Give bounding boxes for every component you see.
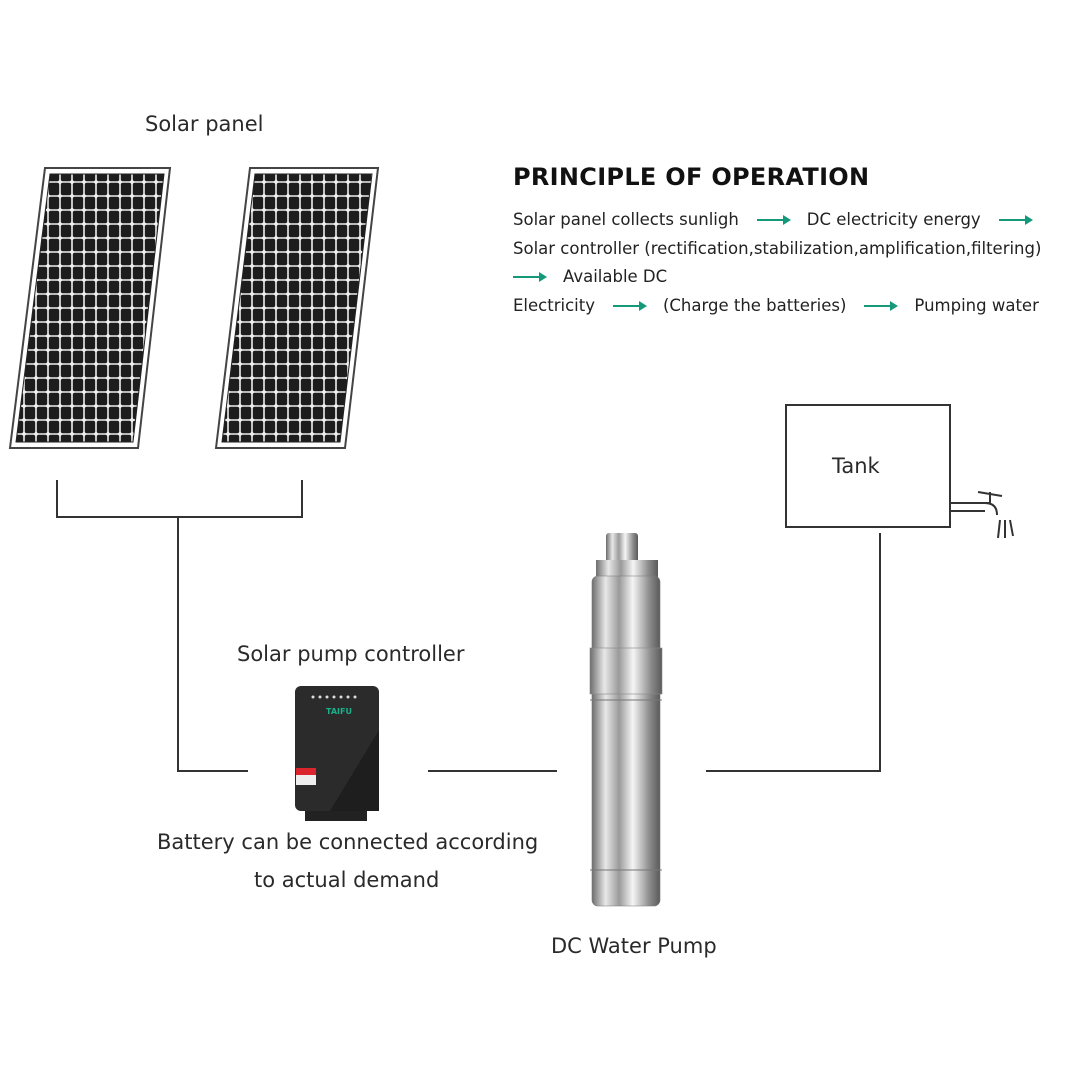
pump-label: DC Water Pump [551,934,717,958]
step-text: Solar panel collects sunligh [513,210,739,229]
faucet-icon [950,491,1014,539]
solar-panel-right [214,167,380,449]
arrow-right-icon [513,271,547,282]
step-text: DC electricity energy [806,210,981,229]
principle-line-3: Available DC [513,267,667,286]
principle-line-1: Solar panel collects sunligh DC electric… [513,210,1049,229]
step-text: Solar controller (rectification,stabiliz… [513,239,1042,258]
dc-water-pump-device [589,533,663,907]
principle-line-2: Solar controller (rectification,stabiliz… [513,239,1041,258]
solar-panel-left [8,167,172,449]
step-text: (Charge the batteries) [662,296,847,315]
principle-line-4: Electricity (Charge the batteries) Pumpi… [513,296,1039,315]
battery-note-line2: to actual demand [254,868,440,892]
battery-note-line1: Battery can be connected according [157,830,539,854]
arrow-right-icon [612,300,647,311]
controller-label: Solar pump controller [237,642,465,666]
svg-text:TAIFU: TAIFU [326,707,352,716]
solar-pump-controller-device: TAIFU [295,686,379,821]
step-text: Pumping water [914,296,1039,315]
step-text: Available DC [563,267,668,286]
step-text: Electricity [513,296,595,315]
arrow-right-icon [998,214,1033,225]
solar-panel-label: Solar panel [145,112,264,136]
tank-label: Tank [832,454,880,478]
wiring [56,480,881,772]
arrow-right-icon [756,214,791,225]
arrow-right-icon [864,300,899,311]
tank-box [785,404,951,528]
principle-title: PRINCIPLE OF OPERATION [513,163,870,191]
